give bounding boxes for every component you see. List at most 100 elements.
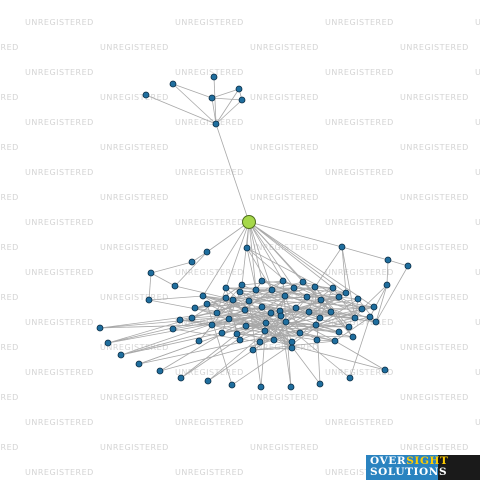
- network-node[interactable]: [169, 80, 177, 88]
- network-node[interactable]: [188, 258, 196, 266]
- network-node[interactable]: [191, 304, 199, 312]
- network-node[interactable]: [104, 339, 112, 347]
- network-node[interactable]: [208, 321, 216, 329]
- network-node[interactable]: [258, 277, 266, 285]
- network-node[interactable]: [225, 315, 233, 323]
- network-node[interactable]: [331, 337, 339, 345]
- network-node[interactable]: [317, 296, 325, 304]
- network-node[interactable]: [238, 281, 246, 289]
- network-node[interactable]: [210, 73, 218, 81]
- network-node[interactable]: [222, 284, 230, 292]
- network-node[interactable]: [316, 380, 324, 388]
- network-node[interactable]: [296, 329, 304, 337]
- network-edge: [314, 246, 343, 288]
- network-node[interactable]: [256, 338, 264, 346]
- network-node[interactable]: [349, 333, 357, 341]
- network-node[interactable]: [222, 294, 230, 302]
- network-node[interactable]: [236, 288, 244, 296]
- unregistered-watermark: UNREGISTERED: [400, 93, 469, 102]
- network-node[interactable]: [212, 120, 220, 128]
- network-node[interactable]: [370, 303, 378, 311]
- network-node[interactable]: [156, 367, 164, 375]
- logo-line-2: SOLUTIONS: [370, 466, 448, 478]
- network-node[interactable]: [299, 278, 307, 286]
- network-node[interactable]: [346, 374, 354, 382]
- network-node[interactable]: [358, 305, 366, 313]
- network-node[interactable]: [142, 91, 150, 99]
- network-node[interactable]: [277, 312, 285, 320]
- network-node[interactable]: [117, 351, 125, 359]
- network-node[interactable]: [383, 281, 391, 289]
- network-node[interactable]: [208, 94, 216, 102]
- network-node[interactable]: [199, 292, 207, 300]
- network-node[interactable]: [241, 306, 249, 314]
- network-node[interactable]: [261, 327, 269, 335]
- network-node[interactable]: [279, 277, 287, 285]
- network-node[interactable]: [238, 96, 246, 104]
- network-node[interactable]: [335, 293, 343, 301]
- network-node[interactable]: [229, 296, 237, 304]
- network-node[interactable]: [213, 309, 221, 317]
- network-node[interactable]: [305, 308, 313, 316]
- network-edge: [215, 123, 250, 223]
- network-node[interactable]: [303, 293, 311, 301]
- network-node[interactable]: [243, 244, 251, 252]
- network-node[interactable]: [312, 321, 320, 329]
- network-node[interactable]: [287, 383, 295, 391]
- network-node[interactable]: [329, 284, 337, 292]
- network-node[interactable]: [316, 314, 324, 322]
- network-node[interactable]: [372, 318, 380, 326]
- network-node[interactable]: [218, 329, 226, 337]
- network-node[interactable]: [171, 282, 179, 290]
- network-node[interactable]: [335, 328, 343, 336]
- network-node[interactable]: [145, 296, 153, 304]
- network-node[interactable]: [235, 85, 243, 93]
- network-edge: [248, 221, 322, 301]
- network-node[interactable]: [203, 300, 211, 308]
- network-node[interactable]: [169, 325, 177, 333]
- network-node[interactable]: [327, 308, 335, 316]
- network-node[interactable]: [147, 269, 155, 277]
- network-node[interactable]: [268, 286, 276, 294]
- network-node[interactable]: [96, 324, 104, 332]
- network-node[interactable]: [270, 336, 278, 344]
- network-node[interactable]: [281, 292, 289, 300]
- network-node[interactable]: [384, 256, 392, 264]
- network-node[interactable]: [188, 314, 196, 322]
- network-node[interactable]: [242, 322, 250, 330]
- network-node[interactable]: [249, 346, 257, 354]
- network-node[interactable]: [233, 330, 241, 338]
- network-edge: [375, 265, 409, 323]
- network-node[interactable]: [292, 304, 300, 312]
- network-node[interactable]: [258, 303, 266, 311]
- network-node[interactable]: [267, 309, 275, 317]
- network-node[interactable]: [366, 313, 374, 321]
- network-node[interactable]: [177, 374, 185, 382]
- network-node[interactable]: [262, 319, 270, 327]
- network-node[interactable]: [354, 295, 362, 303]
- network-node[interactable]: [176, 316, 184, 324]
- network-node[interactable]: [236, 336, 244, 344]
- network-node[interactable]: [203, 248, 211, 256]
- network-node[interactable]: [288, 344, 296, 352]
- network-node[interactable]: [288, 338, 296, 346]
- network-node[interactable]: [257, 383, 265, 391]
- network-node[interactable]: [311, 283, 319, 291]
- network-node[interactable]: [338, 243, 346, 251]
- network-node[interactable]: [342, 289, 350, 297]
- network-node[interactable]: [351, 314, 359, 322]
- network-edge: [150, 261, 193, 274]
- network-node[interactable]: [282, 318, 290, 326]
- center-entity-node[interactable]: [242, 215, 256, 229]
- network-node[interactable]: [204, 377, 212, 385]
- network-node[interactable]: [195, 337, 203, 345]
- network-node[interactable]: [228, 381, 236, 389]
- network-node[interactable]: [290, 284, 298, 292]
- network-node[interactable]: [345, 323, 353, 331]
- network-node[interactable]: [381, 366, 389, 374]
- network-node[interactable]: [404, 262, 412, 270]
- network-node[interactable]: [313, 336, 321, 344]
- network-node[interactable]: [252, 286, 260, 294]
- network-node[interactable]: [135, 360, 143, 368]
- network-node[interactable]: [245, 297, 253, 305]
